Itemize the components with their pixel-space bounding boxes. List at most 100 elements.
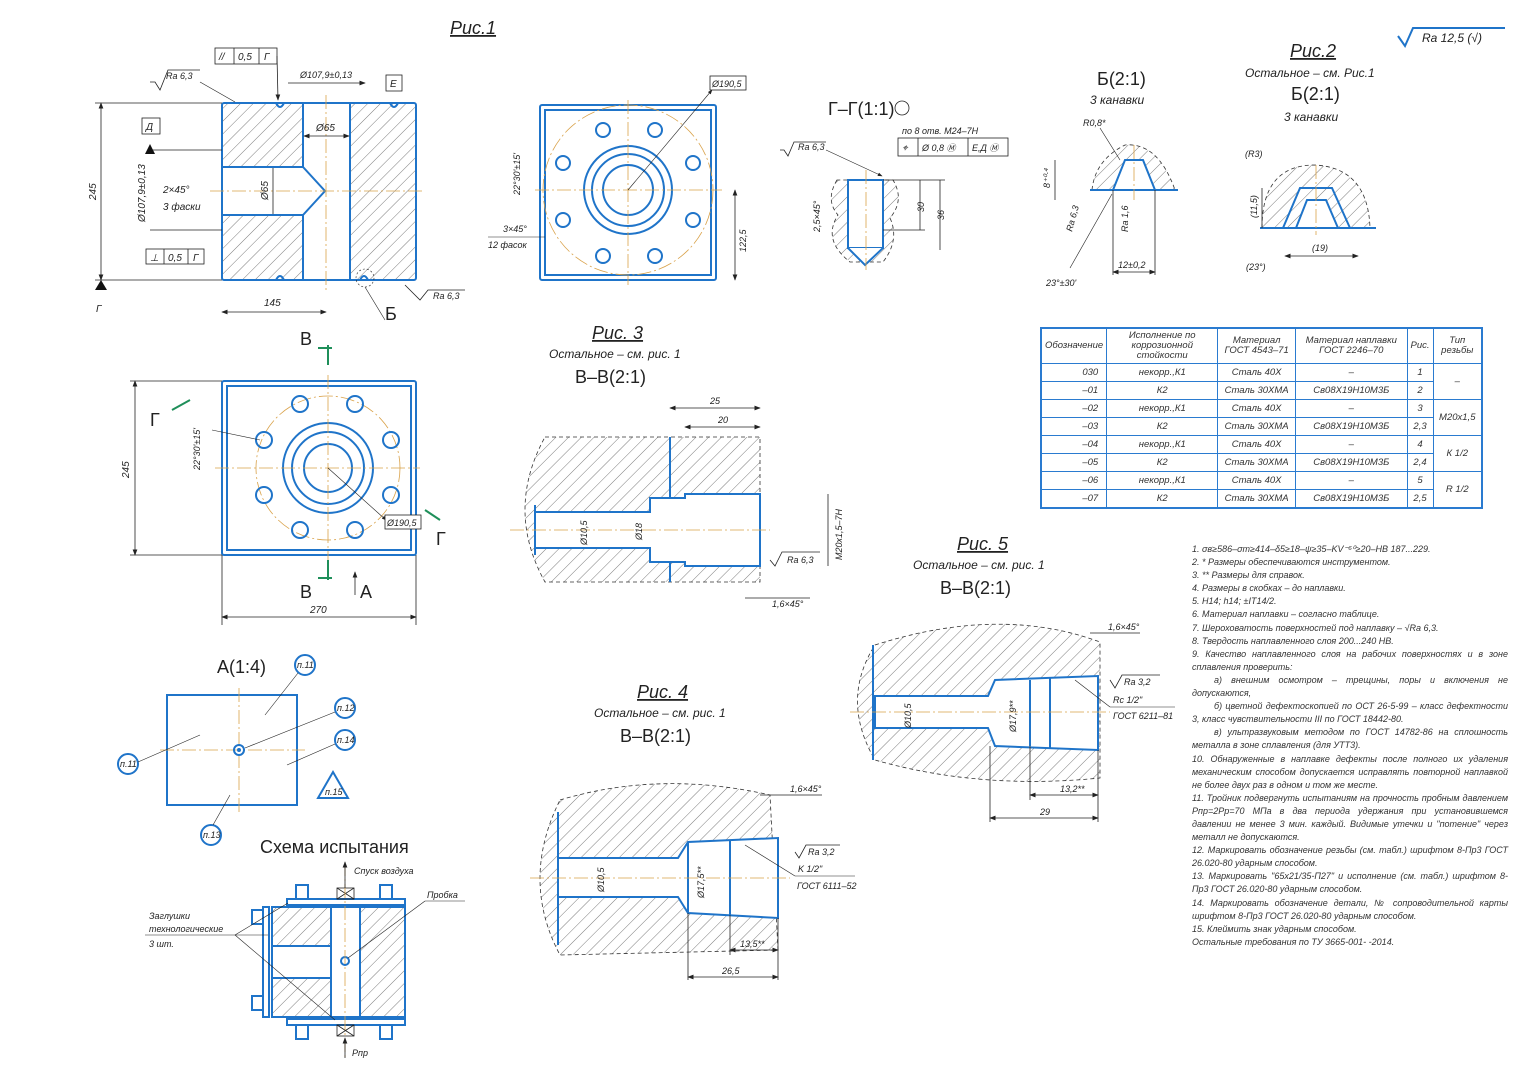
cell: –04 xyxy=(1040,435,1108,454)
fig3-ra: Ra 6,3 xyxy=(787,555,814,565)
cell-thread: К 1/2 xyxy=(1432,435,1483,472)
section-gg-title: Г–Г(1:1) xyxy=(828,99,895,119)
bottom-angle: 22°30'±15' xyxy=(192,428,202,471)
view-a-label: А xyxy=(360,582,372,602)
note: 14. Маркировать обозначение детали, № со… xyxy=(1192,897,1508,921)
fig4-title: Рис. 4 xyxy=(637,682,688,702)
fig5-d17: Ø17,9** xyxy=(1008,700,1018,733)
cell: К2 xyxy=(1106,417,1219,436)
technical-requirements: 1. σв≥586–σт≥414–δ5≥18–ψ≥35–KV⁻⁶⁰≥20–НВ … xyxy=(1192,543,1508,949)
cell: –03 xyxy=(1040,417,1108,436)
section-gg-dim-30: 30 xyxy=(916,202,926,212)
callout-p15: п.15 xyxy=(316,769,350,799)
callout-label: п.12 xyxy=(337,703,354,713)
bottom-view: В В Г Г А 245 270 22°30'±15' Ø190,5 xyxy=(121,329,446,625)
cell: Сталь 30ХМА xyxy=(1217,453,1297,472)
note: 15. Клеймить знак ударным способом. xyxy=(1192,923,1357,934)
general-roughness-label: Ra 12,5 (√) xyxy=(1422,31,1482,45)
section-gg: Г–Г(1:1) по 8 отв. М24–7Н ⌖ Ø 0,8 Ⓜ Е,Д … xyxy=(780,99,1009,270)
cell: – xyxy=(1295,435,1408,454)
perpendicularity-tolerance-frame: ⊥ 0,5 Г xyxy=(145,248,205,265)
cell: –07 xyxy=(1040,489,1108,509)
fig3-subtitle: Остальное – см. рис. 1 xyxy=(549,347,681,361)
fig1-ra-bottom: Ra 6,3 xyxy=(433,291,460,301)
cell: 3 xyxy=(1406,399,1434,418)
cell: Сталь 30ХМА xyxy=(1217,489,1297,509)
fig2-width: (19) xyxy=(1312,243,1328,253)
fig1-chamfer: 2×45° xyxy=(162,185,190,196)
cell: Св08Х19Н10М3Б xyxy=(1295,381,1408,400)
section-b-top: В xyxy=(300,329,312,349)
fig4-chamfer: 1,6×45° xyxy=(790,784,822,794)
note: 7. Шероховатость поверхностей под наплав… xyxy=(1192,622,1439,633)
fig4-ra: Ra 3,2 xyxy=(808,847,835,857)
note: 1. σв≥586–σт≥414–δ5≥18–ψ≥35–KV⁻⁶⁰≥20–НВ … xyxy=(1192,544,1431,554)
callout-label: п.13 xyxy=(203,830,220,840)
note: Остальные требования по ТУ 3665-001- -20… xyxy=(1192,936,1395,947)
th-designation: Обозначение xyxy=(1040,327,1108,364)
note: 4. Размеры в скобках – до наплавки. xyxy=(1192,583,1346,594)
detail-b1: Б(2:1) 3 канавки R0,8* 8⁺⁰·⁴ Ra 6,3 Ra 1… xyxy=(1042,69,1178,288)
fig1-dim-145: 145 xyxy=(264,298,281,309)
cell: 5 xyxy=(1406,471,1434,490)
fig4-dim-13: 13,5** xyxy=(740,939,765,949)
fig5-thread: Rc 1/2" xyxy=(1113,695,1143,705)
fig3-chamfer: 1,6×45° xyxy=(772,599,804,609)
cell: Св08Х19Н10М3Б xyxy=(1295,417,1408,436)
callout-label: п.11 xyxy=(120,759,137,769)
cell: – xyxy=(1295,399,1408,418)
perp-symbol: ⊥ xyxy=(150,253,159,264)
th-fig: Рис. xyxy=(1406,327,1434,364)
datum-g: Г xyxy=(96,304,103,315)
fig5: Рис. 5 Остальное – см. рис. 1 В–В(2:1) 1… xyxy=(850,534,1175,822)
parallelism-tolerance-frame: // 0,5 Г xyxy=(214,47,281,101)
fig5-standard: ГОСТ 6211–81 xyxy=(1113,711,1173,721)
note: в) ультразвуковым методом по ГОСТ 14782-… xyxy=(1192,727,1508,751)
note: 6. Материал наплавки – согласно таблице. xyxy=(1192,609,1380,620)
fig5-title: Рис. 5 xyxy=(957,534,1009,554)
fig4-d10: Ø10,5 xyxy=(596,866,606,893)
rotated-icon xyxy=(894,100,910,116)
callout-label: п.15 xyxy=(325,787,343,797)
fig3-dim-25: 25 xyxy=(709,396,721,406)
cell: К2 xyxy=(1106,381,1219,400)
top-view-chamfer-note: 12 фасок xyxy=(488,240,528,250)
th-cladding: Материал наплавки ГОСТ 2246–70 xyxy=(1295,327,1408,364)
fig1-front-section: Рис.1 245 145 Ø65 Ø65 Ø107,9±0,13 2×45° … xyxy=(88,18,496,324)
fig3-thread: M20x1,5–7H xyxy=(834,508,844,560)
detail-b1-title: Б(2:1) xyxy=(1097,69,1146,89)
cell: –05 xyxy=(1040,453,1108,472)
cell-thread: – xyxy=(1432,363,1483,400)
position-datums: Е,Д Ⓜ xyxy=(972,143,1000,153)
fig2-subtitle: Остальное – см. Рис.1 xyxy=(1245,66,1375,80)
cell: Св08Х19Н10М3Б xyxy=(1295,489,1408,509)
note: 8. Твердость наплавленного слоя 200...24… xyxy=(1192,635,1394,646)
fig4: Рис. 4 Остальное – см. рис. 1 В–В(2:1) 1… xyxy=(530,682,857,980)
section-b-bottom: В xyxy=(300,582,312,602)
caps-label-2: технологические xyxy=(149,924,223,934)
note: 2. * Размеры обеспечиваются инструментом… xyxy=(1192,557,1391,568)
cell: 4 xyxy=(1406,435,1434,454)
fig5-d10: Ø10,5 xyxy=(903,702,913,729)
fig4-d17: Ø17,5** xyxy=(696,866,706,899)
callout-p13: п.13 xyxy=(200,794,231,846)
fig5-dim-29: 29 xyxy=(1039,807,1050,817)
cell: Сталь 30ХМА xyxy=(1217,417,1297,436)
detail-b1-subtitle: 3 канавки xyxy=(1090,93,1145,107)
note: 3. ** Размеры для справок. xyxy=(1192,570,1305,581)
bottom-d190: Ø190,5 xyxy=(386,518,418,528)
perp-value: 0,5 xyxy=(168,253,182,264)
fig1-dim-245: 245 xyxy=(88,183,99,201)
parallel-value: 0,5 xyxy=(238,52,252,63)
note: а) внешним осмотром – трещины, поры и вк… xyxy=(1192,674,1508,699)
cell: 2,4 xyxy=(1406,453,1434,472)
fig5-view: В–В(2:1) xyxy=(940,578,1011,598)
note: б) цветной дефектоскопией по ОСТ 26-5-99… xyxy=(1192,701,1508,725)
general-roughness: Ra 12,5 (√) xyxy=(1397,27,1505,49)
fig5-subtitle: Остальное – см. рис. 1 xyxy=(913,558,1045,572)
note: 10. Обнаруженные в наплавке дефекты посл… xyxy=(1192,753,1508,790)
